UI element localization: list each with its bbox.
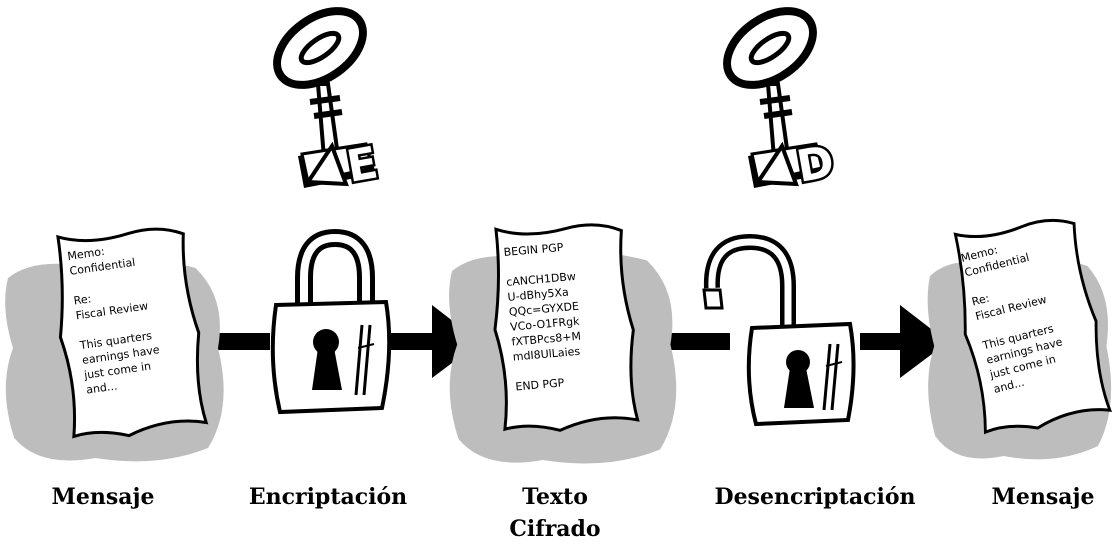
- ciphertext-document: BEGIN PGP cANCH1DBwU-dBhy5XaQQc=GYXDEVCo-…: [449, 218, 677, 464]
- label-ciphertext-line2: Cifrado: [509, 516, 601, 542]
- decryption-key-letter: D: [793, 136, 838, 193]
- plain-message-out-document: Memo:ConfidentialRe:Fiscal ReviewThis qu…: [927, 211, 1115, 460]
- svg-text:BEGIN PGPcANCH1DBwU-dBhy5XaQQc: BEGIN PGP cANCH1DBwU-dBhy5XaQQc=GYXDEVCo-…: [503, 240, 586, 394]
- document-line: cANCH1DBw: [506, 270, 577, 289]
- document-line: Re:: [73, 292, 92, 307]
- closed-padlock-icon: [270, 228, 392, 415]
- label-message-in: Mensaje: [51, 484, 155, 510]
- label-decryption: Desencriptación: [714, 484, 916, 510]
- document-line: Re:: [970, 292, 990, 309]
- label-ciphertext-line1: Texto: [522, 484, 588, 510]
- document-line: fXTBPcs8+M: [511, 330, 581, 349]
- document-line: QQc=GYXDE: [508, 300, 579, 319]
- arrow-1: [206, 333, 270, 350]
- arrow-4: [860, 305, 948, 378]
- document-line: BEGIN PGP: [503, 241, 564, 259]
- document-line: U-dBhy5Xa: [507, 286, 569, 304]
- plain-message-document: Memo:ConfidentialRe:Fiscal ReviewThis qu…: [5, 221, 224, 462]
- document-line: Memo:: [67, 245, 106, 263]
- document-line: mdI8UlLaies: [512, 345, 581, 364]
- document-line: and...: [85, 379, 118, 396]
- ciphertext-text: BEGIN PGP cANCH1DBwU-dBhy5XaQQc=GYXDEVCo-…: [503, 240, 586, 394]
- encryption-key-letter: E: [343, 137, 381, 192]
- arrow-2: [382, 305, 480, 378]
- label-encryption: Encriptación: [248, 484, 408, 510]
- label-message-out: Mensaje: [991, 484, 1095, 510]
- arrow-3: [660, 333, 730, 350]
- document-line: VCo-O1FRgk: [510, 315, 581, 334]
- open-padlock-icon: [702, 233, 856, 427]
- decryption-key-icon: D: [723, 7, 840, 195]
- document-line: END PGP: [515, 376, 565, 393]
- encryption-key-icon: E: [273, 7, 384, 195]
